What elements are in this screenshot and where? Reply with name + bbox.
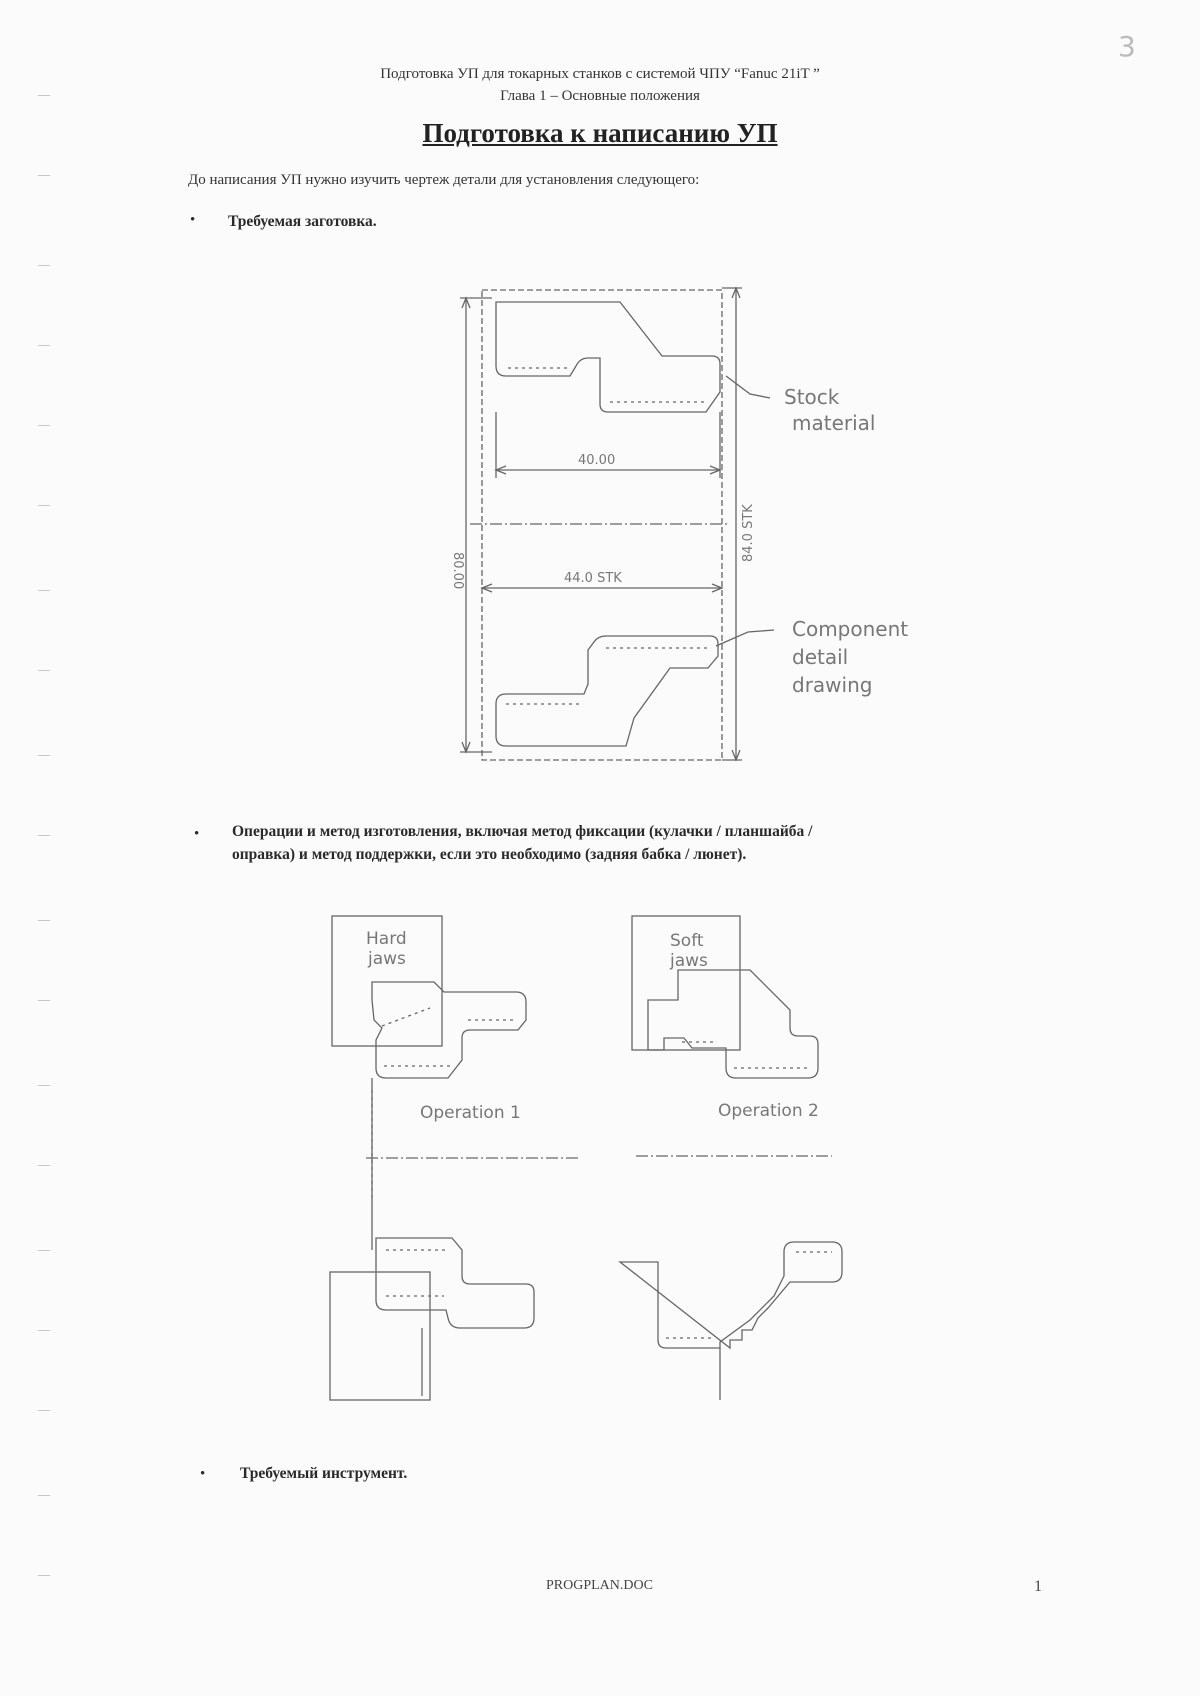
scan-mark [38, 505, 50, 506]
component-upper [495, 301, 721, 413]
label-stock-line1: Stock [784, 385, 840, 409]
scan-mark [38, 1165, 50, 1166]
label-component-line1: Component [792, 617, 908, 641]
component-lower [495, 635, 719, 747]
scan-mark [38, 920, 50, 921]
corner-page-mark: 3 [1118, 30, 1136, 63]
soft-jaws-box [631, 915, 741, 1051]
op2-part-lower [618, 1241, 843, 1350]
scan-mark [38, 1085, 50, 1086]
operation-2-label: Operation 2 [718, 1101, 819, 1121]
soft-jaws-label-line1: Soft [670, 931, 704, 951]
bullet-marker: • [194, 826, 200, 842]
scan-mark [38, 345, 50, 346]
component-leader [715, 629, 775, 647]
hard-jaws-label-line2: jaws [367, 949, 406, 969]
stock-material-figure: 40.00 44.0 STK 80.00 84.0 STK Stock mate… [450, 286, 908, 762]
scan-mark [38, 590, 50, 591]
intro-paragraph: До написания УП нужно изучить чертеж дет… [188, 172, 700, 188]
hard-jaws-lower-box [329, 1271, 431, 1401]
bullet-operations-line1: Операции и метод изготовления, включая м… [232, 823, 813, 840]
bullet-blank-stock: Требуемая заготовка. [228, 213, 377, 230]
scan-mark [38, 670, 50, 671]
bullet-marker: • [200, 1466, 206, 1482]
scan-mark [38, 1250, 50, 1251]
label-stock-line2: material [792, 411, 875, 435]
stock-leader [725, 375, 771, 399]
bullet-operations-line2: оправка) и метод поддержки, если это нео… [232, 846, 747, 863]
stock-outline [481, 289, 723, 761]
label-component-line2: detail [792, 645, 848, 669]
scan-mark [38, 1495, 50, 1496]
soft-jaws-label-line2: jaws [669, 951, 708, 971]
bullet-required-tools: Требуемый инструмент. [240, 1465, 408, 1482]
scan-mark [38, 755, 50, 756]
bullet-marker: • [190, 212, 196, 228]
operations-figure: Hard jaws Soft jaws Operation 1 Operatio… [329, 915, 843, 1401]
header-line-2: Глава 1 – Основные положения [500, 88, 700, 104]
scan-mark [38, 1575, 50, 1576]
dim-inner-width: 40.00 [578, 453, 615, 468]
footer-page-number: 1 [1034, 1578, 1042, 1595]
scan-mark [38, 265, 50, 266]
label-component-line3: drawing [792, 673, 872, 697]
hard-jaws-box [331, 915, 443, 1047]
op1-part-upper [371, 981, 527, 1079]
dim-length: 80.00 [450, 552, 465, 589]
op2-part-upper [647, 969, 819, 1079]
operation-1-label: Operation 1 [420, 1103, 521, 1123]
scan-mark [38, 835, 50, 836]
header-line-1: Подготовка УП для токарных станков с сис… [380, 66, 820, 82]
dim-stock-width: 44.0 STK [564, 571, 622, 586]
scan-mark [38, 425, 50, 426]
scan-mark [38, 1000, 50, 1001]
scan-mark [38, 1410, 50, 1411]
op1-part-lower [375, 1237, 535, 1329]
page-title: Подготовка к написанию УП [422, 118, 778, 148]
dim-stock-length: 84.0 STK [741, 504, 756, 562]
scan-mark [38, 1330, 50, 1331]
footer-filename: PROGPLAN.DOC [546, 1578, 653, 1593]
hard-jaws-label-line1: Hard [366, 929, 407, 949]
scan-mark [38, 95, 50, 96]
scan-mark [38, 175, 50, 176]
